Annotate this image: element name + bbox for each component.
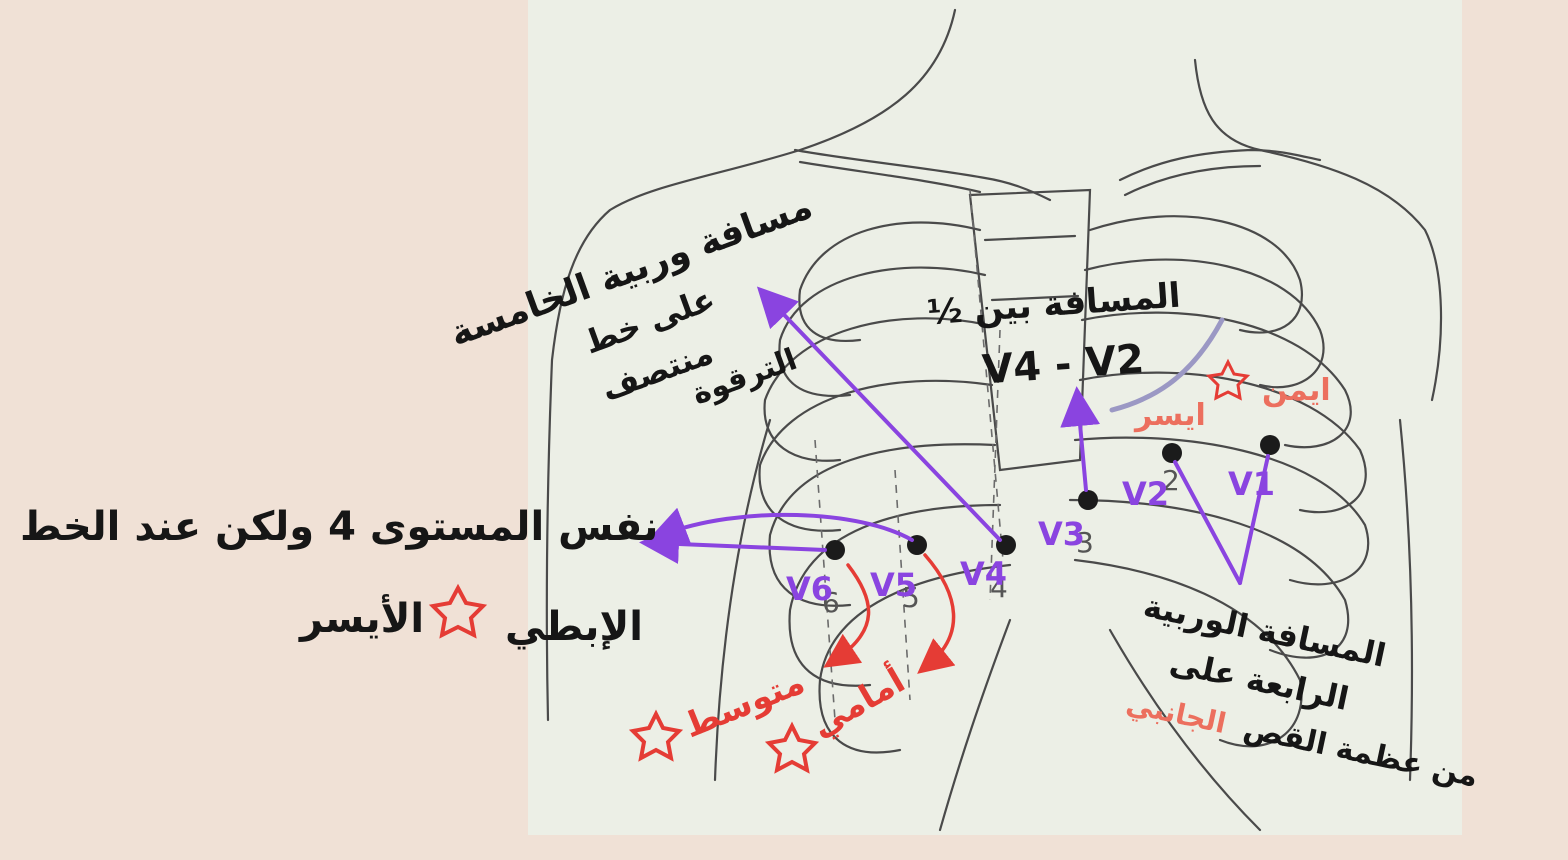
v2-side-label: ايسر: [1133, 398, 1206, 433]
lead-label-v5: V5: [870, 566, 917, 604]
electrode-v6: [825, 540, 845, 560]
v1-side-label: ايمن: [1262, 373, 1331, 408]
v56-text-line2b: الأيسر: [298, 593, 424, 642]
lead-label-v2: V2: [1122, 475, 1169, 513]
v56-text-line1: نفس المستوى 4 ولكن عند الخط: [20, 504, 658, 550]
electrode-v1: [1260, 435, 1280, 455]
electrode-v3: [1078, 490, 1098, 510]
lead-label-v1: V1: [1228, 465, 1275, 503]
star-icon: [433, 588, 483, 635]
lead-label-v3: V3: [1038, 515, 1085, 553]
electrode-v2: [1162, 443, 1182, 463]
lead-label-v4: V4: [960, 555, 1007, 593]
v56-text-line2a: الإبطي: [505, 604, 643, 650]
lead-label-v6: V6: [786, 570, 833, 608]
